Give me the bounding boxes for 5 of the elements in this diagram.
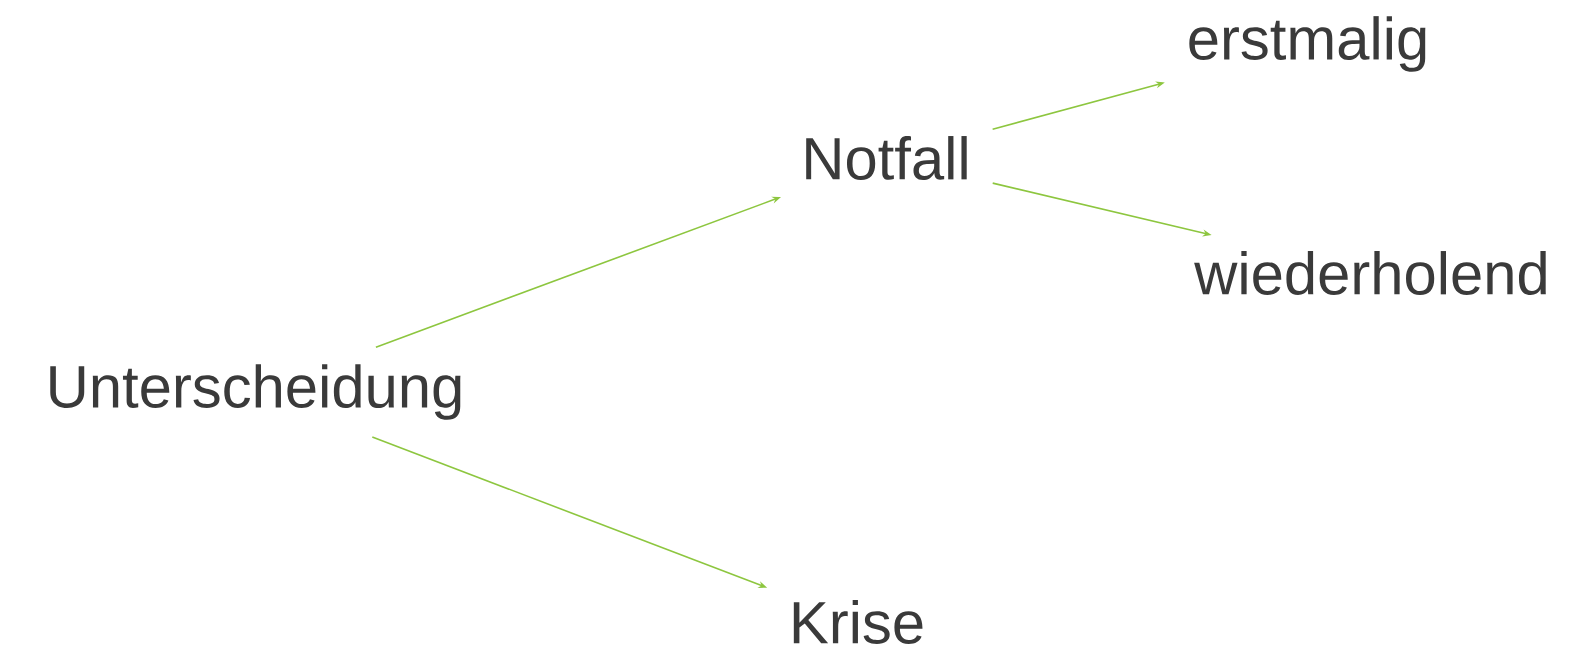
node-label: Krise xyxy=(793,600,923,644)
node-label: Notfall xyxy=(806,136,967,180)
node-label: Unterscheidung xyxy=(50,364,461,420)
node-label: wiederholend xyxy=(1194,251,1546,295)
node-label: erstmalig xyxy=(1189,16,1426,72)
